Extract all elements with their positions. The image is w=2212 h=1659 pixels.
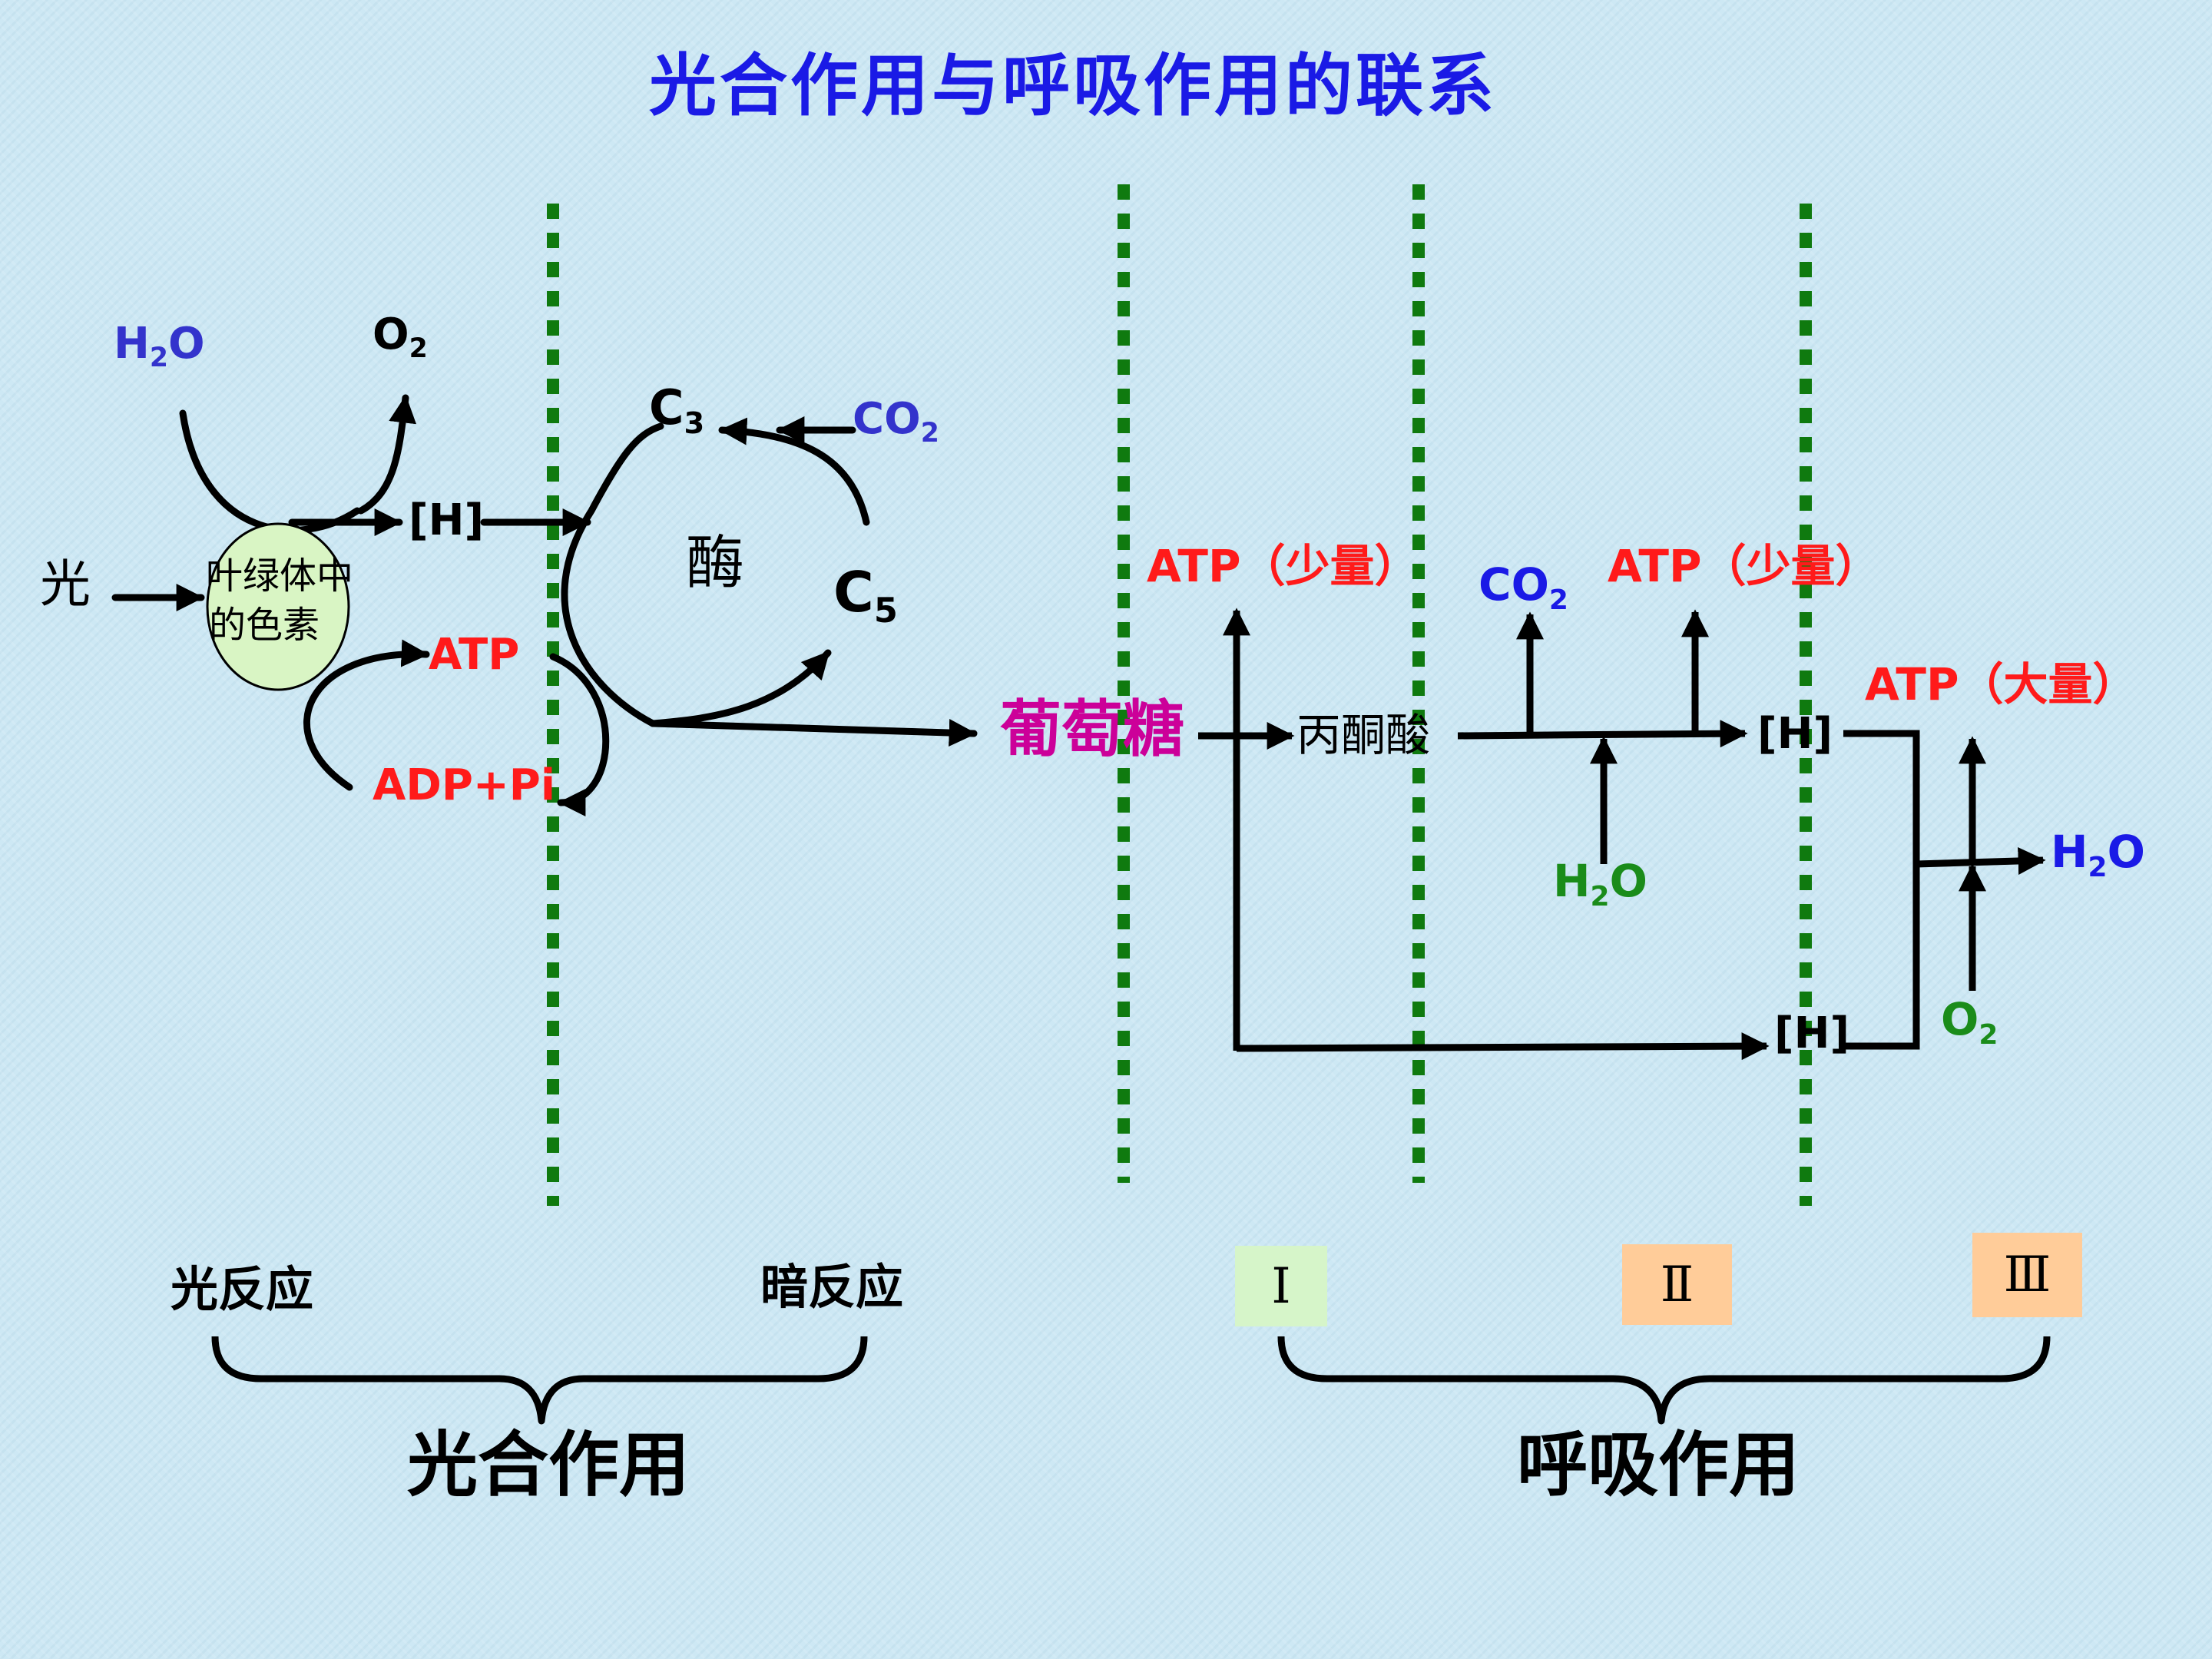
arrow-to-water-out <box>1916 846 2046 875</box>
atp-small-label-1: ATP（少量） <box>1147 540 1419 592</box>
water-label-respiration-out: H2O <box>2051 826 2145 883</box>
arrow-adp-to-atp <box>303 639 430 791</box>
atp-small-label-2: ATP（少量） <box>1608 540 1880 592</box>
pigment-ellipse <box>206 522 350 691</box>
oxygen-label-respiration: O2 <box>1941 993 1998 1051</box>
page-title: 光合作用与呼吸作用的联系 <box>649 46 1498 125</box>
hydrogen-label-photosynthesis: [H] <box>409 495 485 545</box>
hydrogen-label-respiration-2: [H] <box>1774 1008 1850 1058</box>
brace-respiration <box>1277 1336 2051 1425</box>
arrow-regenerate-c5 <box>649 649 832 727</box>
light-reaction-label: 光反应 <box>171 1261 314 1317</box>
bracket-hydrogen-merge <box>1839 730 1920 1050</box>
water-label-respiration-in: H2O <box>1553 855 1647 912</box>
atp-large-label: ATP（大量） <box>1865 658 2137 710</box>
pigment-label-line1: 叶绿体中 <box>206 555 354 598</box>
adp-label: ADP+Pi <box>373 760 556 810</box>
arrow-water-split-curve <box>179 409 361 534</box>
enzyme-label: 酶 <box>686 528 744 597</box>
arrow-to-hydrogen-bottom <box>1236 1032 1770 1061</box>
photosynthesis-label: 光合作用 <box>407 1424 690 1506</box>
oxygen-label-photosynthesis: O2 <box>373 310 428 365</box>
pyruvate-label: 丙酮酸 <box>1296 709 1431 761</box>
stage-3-box: Ⅲ <box>1972 1233 2082 1317</box>
stage-1-box: Ⅰ <box>1235 1246 1327 1326</box>
divider-lines <box>547 184 1812 1206</box>
light-label: 光 <box>40 555 91 614</box>
hydrogen-label-respiration-1: [H] <box>1757 709 1833 759</box>
water-label-photosynthesis: H2O <box>114 319 205 374</box>
glucose-label: 葡萄糖 <box>1000 694 1184 765</box>
dark-reaction-label: 暗反应 <box>760 1259 904 1315</box>
co2-label-photosynthesis: CO2 <box>853 394 939 449</box>
arrow-pyruvate-to-hydrogen <box>1457 720 1748 748</box>
calvin-cycle-arc <box>561 422 664 727</box>
arrow-co2-fixation <box>718 417 870 526</box>
pigment-label-line2: 的色素 <box>209 604 320 647</box>
brace-photosynthesis <box>211 1336 868 1425</box>
arrow-to-glucose <box>649 719 978 747</box>
arrow-to-oxygen <box>357 394 417 515</box>
c5-label: C5 <box>833 560 898 631</box>
arrow-atp-to-adp <box>549 653 610 816</box>
co2-label-respiration: CO2 <box>1479 558 1568 616</box>
atp-label-photosynthesis: ATP <box>429 630 520 680</box>
respiration-label: 呼吸作用 <box>1517 1424 1800 1506</box>
stage-2-box: Ⅱ <box>1622 1244 1732 1325</box>
c3-label: C3 <box>649 379 705 442</box>
